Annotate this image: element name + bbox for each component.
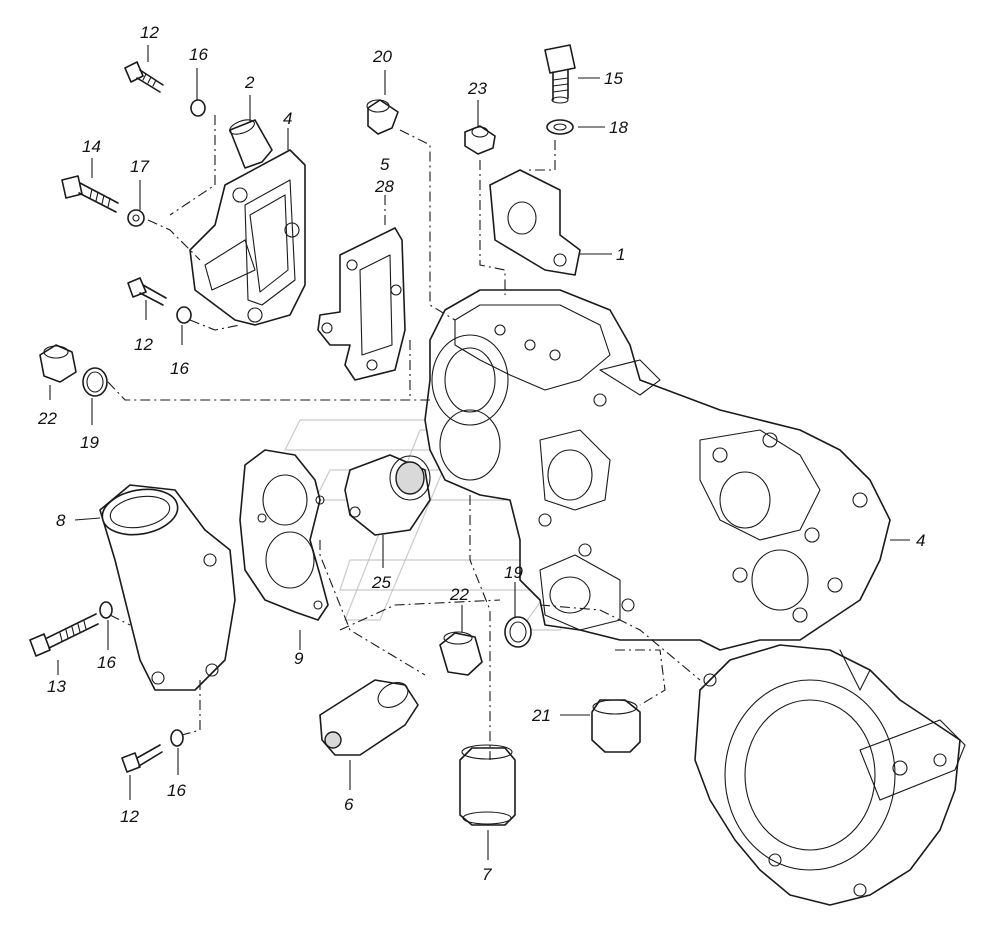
callout-23: 23 [467,79,487,98]
plug-22-left [39,344,77,383]
callout-21: 21 [531,706,551,725]
plug-20 [366,99,399,135]
pump-housing [424,289,891,651]
thermostat-25 [344,454,431,536]
leader-lines [49,45,910,860]
callout-19-center: 19 [504,563,523,582]
ring-21 [591,699,641,753]
callout-7: 7 [482,865,492,884]
callout-4-right: 4 [916,531,925,550]
bolt-12-top [124,61,164,93]
gasket-9 [239,449,329,621]
o-ring-19-center [504,616,532,648]
spring-washer-18 [546,119,574,135]
assembly-axes [107,115,701,760]
callout-14: 14 [82,137,101,156]
callout-20: 20 [372,47,392,66]
washer-16-top [190,99,206,117]
callout-16-lower: 16 [97,653,116,672]
bolt-14 [61,175,119,213]
gasket-28 [317,227,406,381]
callout-28: 28 [374,177,394,196]
bolt-13 [29,613,99,657]
callout-18: 18 [609,118,628,137]
callout-5: 5 [380,155,390,174]
callout-25: 25 [371,573,391,592]
bolt-12-mid [127,277,167,306]
callout-12-bottom: 12 [120,807,139,826]
callout-17: 17 [130,157,149,176]
sleeve-7 [459,744,516,826]
callout-16-top: 16 [189,45,208,64]
callout-8: 8 [56,511,66,530]
callout-22-center: 22 [449,585,469,604]
sleeve-23 [464,125,496,155]
callout-2: 2 [244,73,255,92]
bolt-12-bottom [121,744,163,773]
callout-16-mid: 16 [170,359,189,378]
washer-16-mid [176,306,192,324]
fitting-2 [229,119,273,169]
bolt-15 [544,44,576,104]
callout-12-mid: 12 [134,335,153,354]
washer-17 [127,209,145,227]
thermostat-housing-cover [189,149,306,326]
o-ring-19-left [82,367,108,397]
sleeve-6 [319,679,419,756]
callout-15: 15 [604,69,623,88]
callout-12-top: 12 [140,23,159,42]
plug-22-center [439,631,483,676]
callout-4-top: 4 [283,109,292,128]
callout-19-left: 19 [80,433,99,452]
front-cover [694,644,966,906]
callout-6: 6 [344,795,354,814]
callout-13: 13 [47,677,66,696]
callout-9: 9 [294,649,304,668]
outlet-pipe-8 [99,484,236,691]
washer-16-bottom [170,729,184,747]
bracket-1 [489,169,581,276]
callout-16-bottom: 16 [167,781,186,800]
callout-1: 1 [616,245,625,264]
callout-labels: 12 16 2 4 14 17 12 16 20 5 28 23 15 18 1… [37,23,925,884]
washer-16-lower [99,601,113,619]
callout-22-left: 22 [37,409,57,428]
